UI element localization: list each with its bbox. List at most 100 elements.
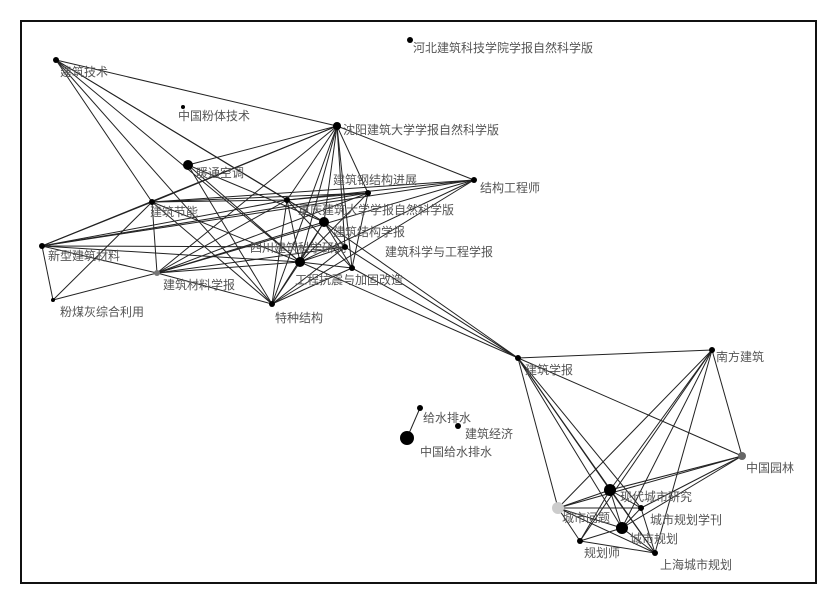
edge (299, 179, 475, 263)
node: 现代城市研究 (604, 484, 692, 504)
node: 建筑钢结构进展 (333, 172, 417, 196)
edge (55, 59, 301, 263)
edge (557, 507, 656, 554)
edge (299, 261, 519, 359)
node: 建筑技术 (53, 57, 108, 79)
node-label: 沈阳建筑大学学报自然科学版 (343, 122, 499, 137)
nodes-layer: 建筑技术中国粉体技术河北建筑科技学院学报自然科学版沈阳建筑大学学报自然科学版暖通… (39, 37, 794, 572)
node-label: 城市问题 (562, 510, 610, 525)
edge (640, 507, 656, 554)
edge (41, 192, 369, 247)
node-label: 建筑学报 (525, 362, 573, 377)
edge (156, 199, 288, 274)
edge (151, 192, 369, 203)
node-label: 城市规划 (630, 531, 678, 546)
node-marker (652, 550, 658, 556)
edges-layer (41, 59, 743, 554)
edge (156, 192, 369, 274)
edge (151, 201, 158, 274)
edge (299, 261, 353, 269)
node-marker (284, 197, 290, 203)
edge (156, 221, 325, 274)
edge (299, 246, 346, 263)
node-marker (183, 160, 193, 170)
edge (609, 349, 713, 491)
edge (41, 179, 475, 247)
edge (336, 125, 346, 248)
edge (323, 125, 338, 223)
edge (271, 125, 338, 305)
node-marker (269, 301, 275, 307)
edge (286, 125, 338, 201)
edge (156, 261, 301, 274)
edge (41, 201, 153, 247)
node-label: 暖通空调 (196, 166, 244, 180)
edge (55, 59, 153, 203)
edge (579, 349, 713, 542)
node: 南方建筑 (709, 347, 764, 364)
edge (271, 199, 288, 305)
node-marker (342, 244, 348, 250)
edge (151, 201, 273, 305)
node-marker (638, 505, 644, 511)
node-marker (407, 37, 413, 43)
edge (609, 489, 623, 529)
node: 暖通空调 (183, 160, 244, 180)
node: 给水排水 (417, 405, 471, 425)
edge (711, 349, 743, 457)
edge (271, 267, 353, 305)
edge (299, 192, 369, 263)
edge (55, 59, 273, 305)
node-marker (709, 347, 715, 353)
edge (286, 179, 475, 201)
node-marker (400, 431, 414, 445)
edge (579, 540, 656, 554)
edge (271, 246, 346, 305)
diagram-frame (20, 20, 817, 584)
node-label: 工程抗震与加固改造 (295, 272, 403, 287)
edge (271, 261, 301, 305)
node-marker (738, 452, 746, 460)
node: 沈阳建筑大学学报自然科学版 (333, 122, 499, 137)
edge (579, 527, 623, 542)
edge (557, 507, 581, 542)
edge (156, 246, 346, 274)
node-label: 四川建筑科学研究 (250, 240, 346, 255)
edge (286, 199, 353, 269)
edge (41, 199, 288, 247)
node-label: 新型建筑材料 (48, 248, 120, 263)
edge (621, 527, 656, 554)
node-marker (515, 355, 521, 361)
node: 规划师 (577, 538, 620, 560)
node-label: 建筑节能 (150, 204, 198, 219)
edge (557, 507, 623, 529)
edge (156, 125, 338, 274)
edge (323, 221, 353, 269)
node-label: 建筑经济 (465, 426, 513, 441)
edge (52, 201, 153, 301)
node-marker (471, 177, 477, 183)
node: 中国园林 (738, 452, 794, 475)
node: 粉煤灰综合利用 (51, 298, 144, 319)
edge (609, 455, 743, 491)
node-marker (39, 243, 45, 249)
node-marker (604, 484, 616, 496)
edge (557, 489, 611, 509)
edge (187, 164, 325, 223)
node-marker (51, 298, 55, 302)
node-marker (149, 199, 155, 205)
edge (151, 201, 301, 263)
node-label: 现代城市研究 (620, 489, 692, 504)
edge (52, 272, 158, 301)
node: 工程抗震与加固改造 (295, 265, 403, 287)
node: 城市问题 (552, 502, 610, 525)
node-label: 中国园林 (746, 460, 794, 475)
node: 中国给水排水 (400, 431, 492, 459)
node-marker (319, 217, 329, 227)
edge (609, 489, 656, 554)
node-marker (552, 502, 564, 514)
edge (55, 59, 338, 127)
node-label: 建筑材料学报 (163, 277, 235, 292)
node: 新型建筑材料 (39, 243, 120, 263)
node-label: 建筑技术 (60, 64, 108, 79)
